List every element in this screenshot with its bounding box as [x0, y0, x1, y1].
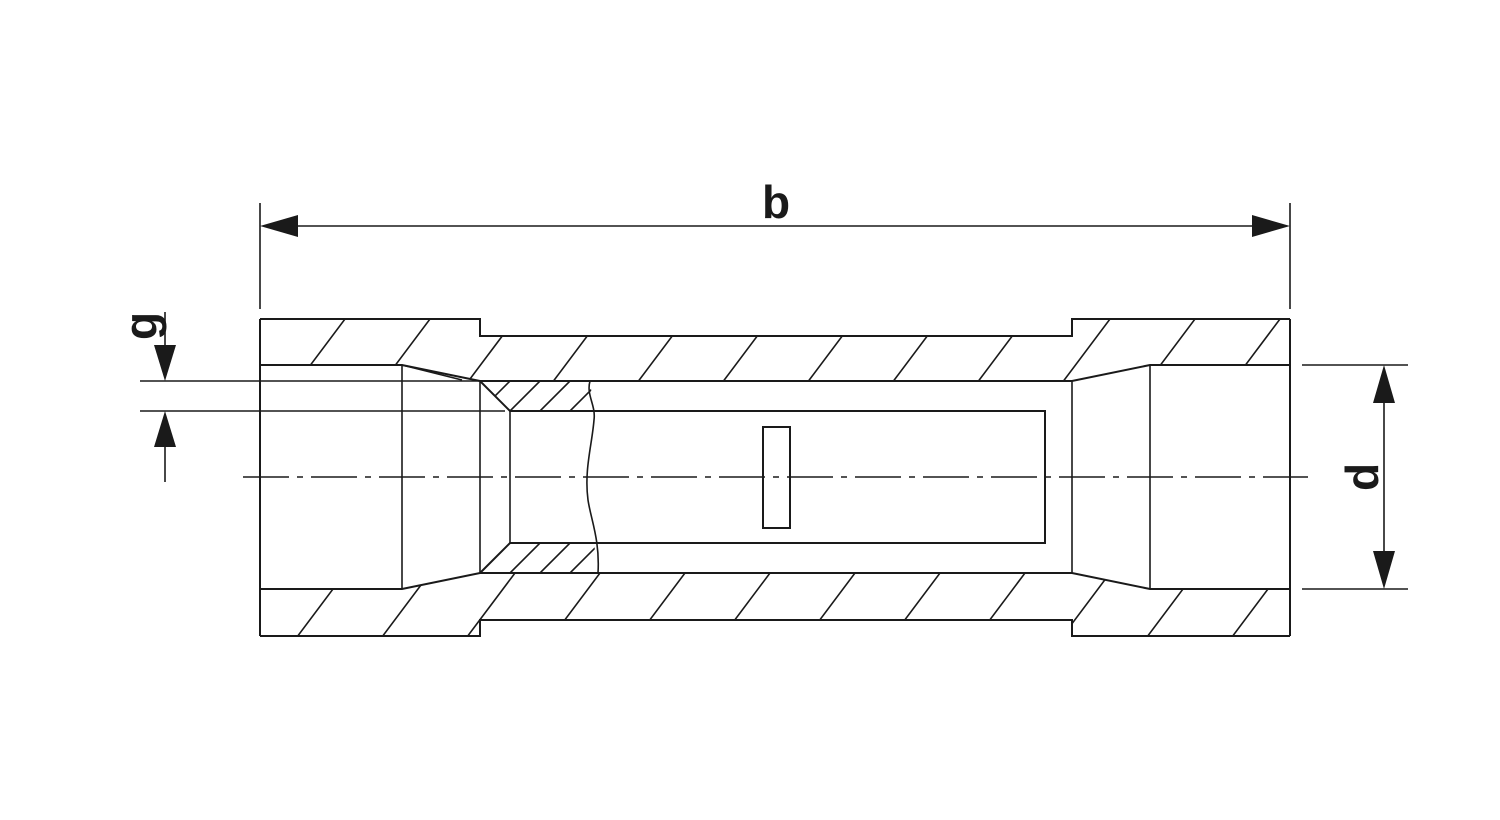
- hatch-line: [552, 573, 601, 636]
- hatch-line: [722, 573, 771, 636]
- hatch-line: [1232, 573, 1281, 636]
- dimension-label-g: g: [115, 312, 167, 340]
- hatch-line: [807, 573, 856, 636]
- hatch-line: [1062, 573, 1111, 636]
- hatch-line: [552, 319, 601, 381]
- hatch-line: [509, 381, 541, 411]
- hatch-line: [480, 543, 511, 573]
- dimension-b: b: [259, 176, 1291, 309]
- dimension-label-d: d: [1336, 463, 1388, 491]
- dimension-d: d: [1302, 364, 1408, 590]
- sleeve-outline: [259, 318, 1291, 637]
- hatch-line: [382, 573, 431, 636]
- hatch-line: [807, 319, 856, 381]
- hatch-line: [480, 381, 481, 411]
- hatch-line: [892, 573, 941, 636]
- hatch-line: [569, 381, 594, 411]
- hatch-line: [509, 543, 541, 573]
- hatch-line: [977, 319, 1026, 381]
- hatch-line: [600, 381, 630, 411]
- hatch-line: [630, 381, 660, 411]
- hatch-line: [1147, 319, 1196, 381]
- hatch-line: [539, 543, 571, 573]
- hatch-line: [260, 573, 261, 636]
- inner-insert: [401, 364, 1046, 574]
- hatch-line: [600, 543, 630, 573]
- hatch-line: [297, 573, 346, 636]
- hatch-line: [467, 319, 516, 381]
- hatch-line: [637, 319, 686, 381]
- hatch-line: [1062, 319, 1111, 381]
- hatch-line: [1232, 319, 1281, 381]
- hatch-line: [892, 319, 941, 381]
- dimension-g: g: [115, 312, 505, 482]
- hatch-line: [260, 319, 261, 381]
- hatch-line: [480, 543, 481, 573]
- hatch-line: [539, 381, 571, 411]
- hatch-line: [297, 319, 346, 381]
- hatch-line: [722, 319, 771, 381]
- dimension-label-b: b: [762, 176, 790, 228]
- hatch-line: [637, 573, 686, 636]
- hatch-line: [1319, 319, 1366, 381]
- hatch-line: [977, 573, 1026, 636]
- hatch-line: [569, 543, 598, 573]
- hatch-line: [1318, 573, 1365, 636]
- hatch-line: [630, 543, 660, 573]
- hatch-line: [467, 573, 516, 636]
- hatch-line: [1147, 573, 1196, 636]
- hatch-line: [382, 319, 431, 381]
